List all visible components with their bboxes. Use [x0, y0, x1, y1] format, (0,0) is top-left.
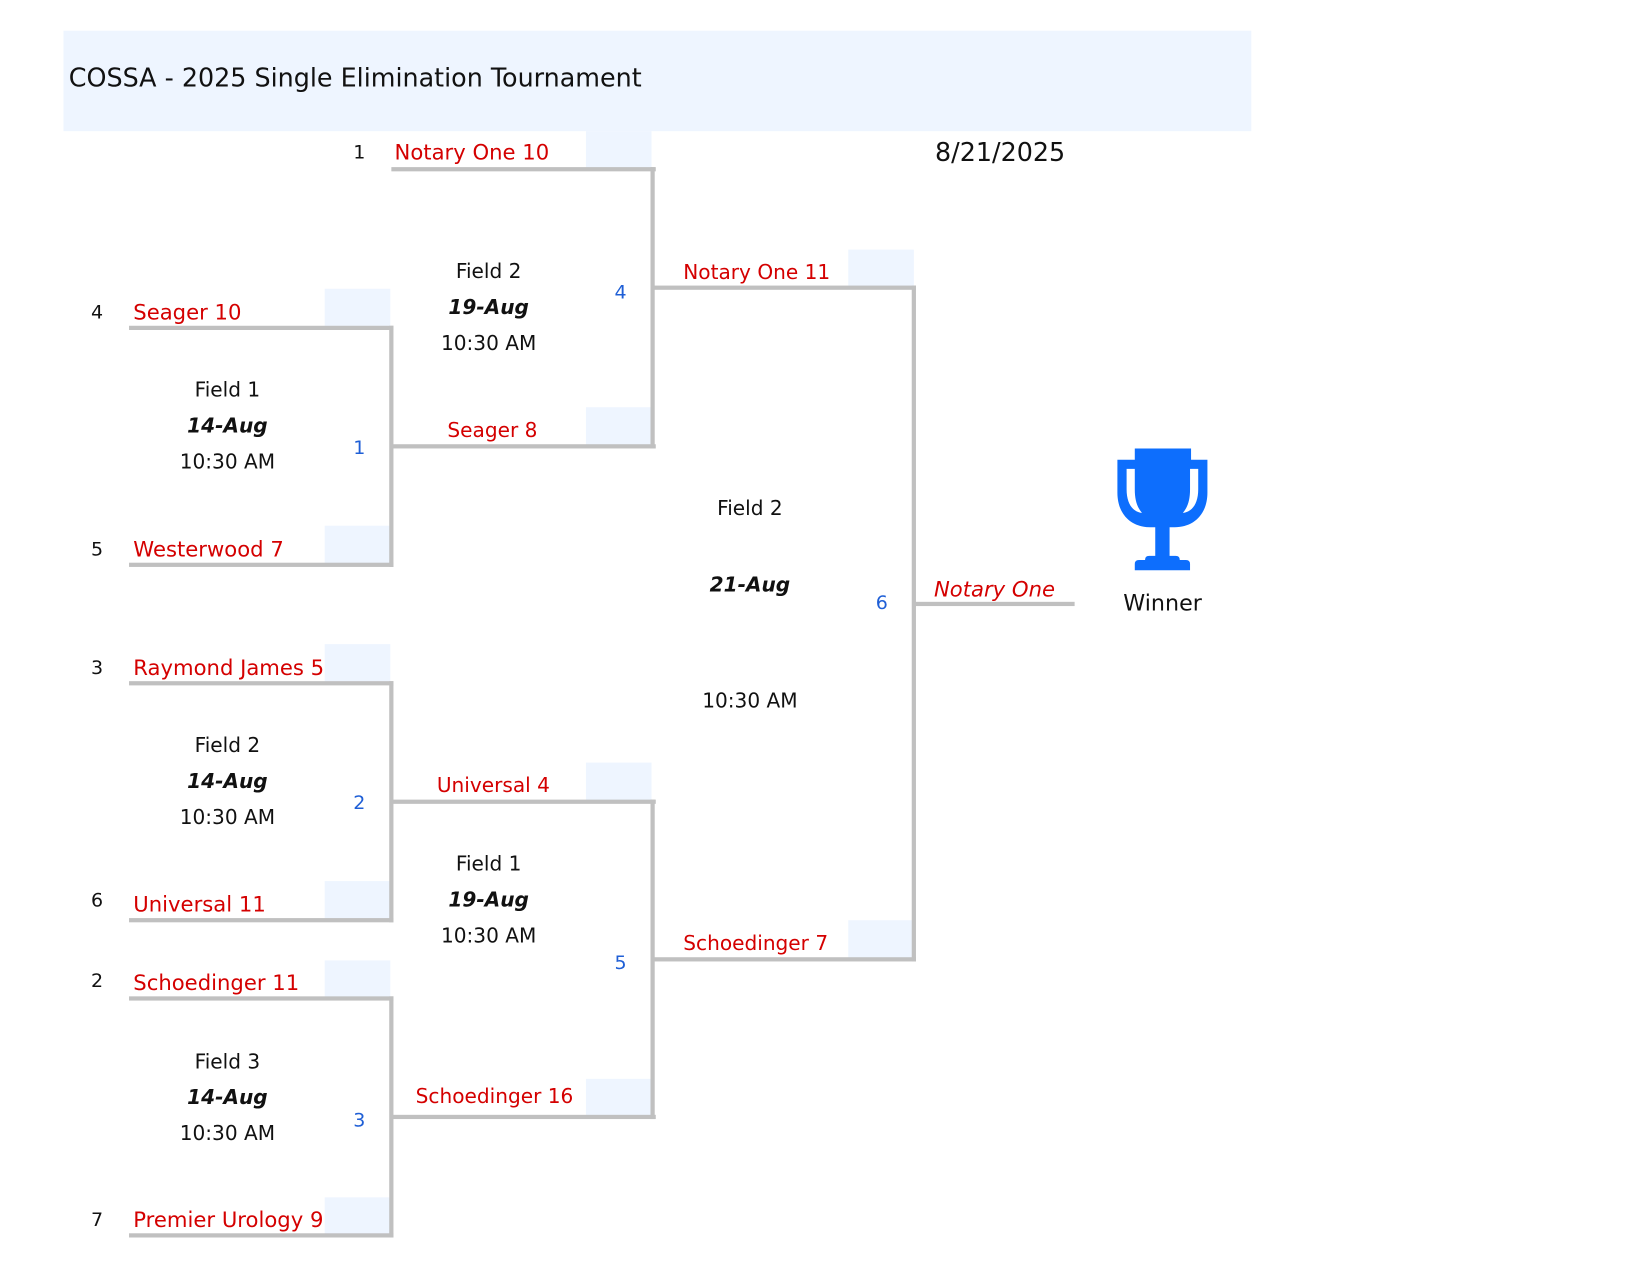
- match-date: 21-Aug: [709, 573, 791, 597]
- match-info: Field 2 21-Aug 10:30 AM: [665, 497, 834, 713]
- match-field: Field 2: [194, 734, 261, 758]
- match-number: 3: [353, 1109, 366, 1132]
- bracket-line: [911, 285, 916, 962]
- score-box[interactable]: [848, 249, 914, 288]
- match-time: 10:30 AM: [179, 805, 276, 830]
- date: 8/21/2025: [935, 137, 1066, 168]
- bracket-line: [650, 167, 655, 449]
- bracket-line: [129, 681, 394, 686]
- match-date: 14-Aug: [187, 414, 268, 438]
- seed: 7: [90, 1208, 104, 1232]
- seed: 4: [90, 301, 104, 324]
- score-box[interactable]: [585, 407, 652, 446]
- match-field: Field 1: [194, 378, 261, 402]
- match-info: Field 1 19-Aug 10:30 AM: [404, 853, 573, 948]
- match-time: 10:30 AM: [702, 689, 798, 713]
- score-box[interactable]: [324, 644, 391, 683]
- header-band: [63, 30, 1252, 132]
- bracket-line: [913, 601, 1075, 607]
- bracket-line: [129, 996, 394, 1001]
- bracket-line: [650, 799, 655, 1120]
- match-time: 10:30 AM: [179, 1122, 276, 1146]
- match-number: 4: [614, 281, 627, 304]
- seed: 2: [90, 969, 104, 993]
- team-entry[interactable]: Seager 10: [133, 299, 242, 325]
- team-entry[interactable]: Seager 8: [447, 418, 538, 443]
- match-info: Field 2 19-Aug 10:30 AM: [404, 260, 573, 355]
- match-time: 10:30 AM: [440, 924, 537, 948]
- score-box[interactable]: [585, 762, 652, 801]
- bracket-line: [129, 562, 394, 567]
- score-box[interactable]: [324, 960, 391, 999]
- bracket-line: [391, 444, 656, 449]
- team-entry[interactable]: Schoedinger 11: [133, 969, 300, 996]
- bracket-line: [391, 1114, 656, 1120]
- match-field: Field 2: [455, 260, 522, 284]
- trophy-icon: [1117, 448, 1208, 571]
- match-number: 1: [353, 436, 366, 460]
- score-box[interactable]: [324, 288, 391, 327]
- bracket-line: [129, 325, 394, 331]
- team-entry[interactable]: Premier Urology 9: [133, 1206, 324, 1233]
- score-box[interactable]: [585, 1078, 652, 1117]
- match-number: 5: [614, 951, 627, 975]
- team-entry[interactable]: Universal 4: [436, 774, 550, 798]
- match-time: 10:30 AM: [179, 450, 276, 474]
- match-number: 2: [353, 792, 366, 815]
- team-entry[interactable]: Schoedinger 16: [415, 1085, 574, 1109]
- match-field: Field 2: [717, 497, 783, 521]
- bracket-line: [652, 285, 916, 290]
- match-number: 6: [875, 592, 888, 615]
- bracket-line: [391, 167, 656, 172]
- team-entry[interactable]: Notary One 11: [683, 261, 831, 285]
- seed: 6: [90, 889, 104, 912]
- champion-entry[interactable]: Notary One: [933, 576, 1055, 602]
- match-info: Field 3 14-Aug 10:30 AM: [143, 1050, 312, 1145]
- match-info: Field 1 14-Aug 10:30 AM: [143, 379, 312, 474]
- team-entry[interactable]: Raymond James 5: [133, 654, 325, 681]
- winner-label: Winner: [1123, 590, 1202, 616]
- match-date: 14-Aug: [187, 1086, 268, 1110]
- match-date: 19-Aug: [448, 296, 529, 320]
- team-entry[interactable]: Westerwood 7: [133, 536, 284, 562]
- match-time: 10:30 AM: [440, 332, 537, 356]
- match-date: 19-Aug: [448, 888, 529, 912]
- bracket-line: [391, 799, 656, 804]
- seed: 1: [353, 141, 366, 164]
- score-box[interactable]: [585, 131, 652, 170]
- score-box[interactable]: [848, 920, 914, 959]
- team-entry[interactable]: Schoedinger 7: [683, 931, 829, 956]
- bracket-line: [129, 918, 394, 923]
- score-box[interactable]: [324, 525, 391, 564]
- match-date: 14-Aug: [187, 770, 268, 794]
- team-entry[interactable]: Notary One 10: [394, 139, 550, 166]
- match-field: Field 3: [194, 1050, 261, 1074]
- match-info: Field 2 14-Aug 10:30 AM: [143, 734, 312, 829]
- seed: 5: [90, 538, 104, 561]
- score-box[interactable]: [324, 881, 391, 920]
- score-box[interactable]: [324, 1197, 391, 1236]
- bracket-line: [652, 957, 916, 962]
- page-title: COSSA - 2025 Single Elimination Tourname…: [68, 63, 642, 94]
- seed: 3: [90, 656, 104, 680]
- team-entry[interactable]: Universal 11: [133, 891, 266, 918]
- bracket-line: [129, 1233, 394, 1238]
- match-field: Field 1: [455, 852, 522, 876]
